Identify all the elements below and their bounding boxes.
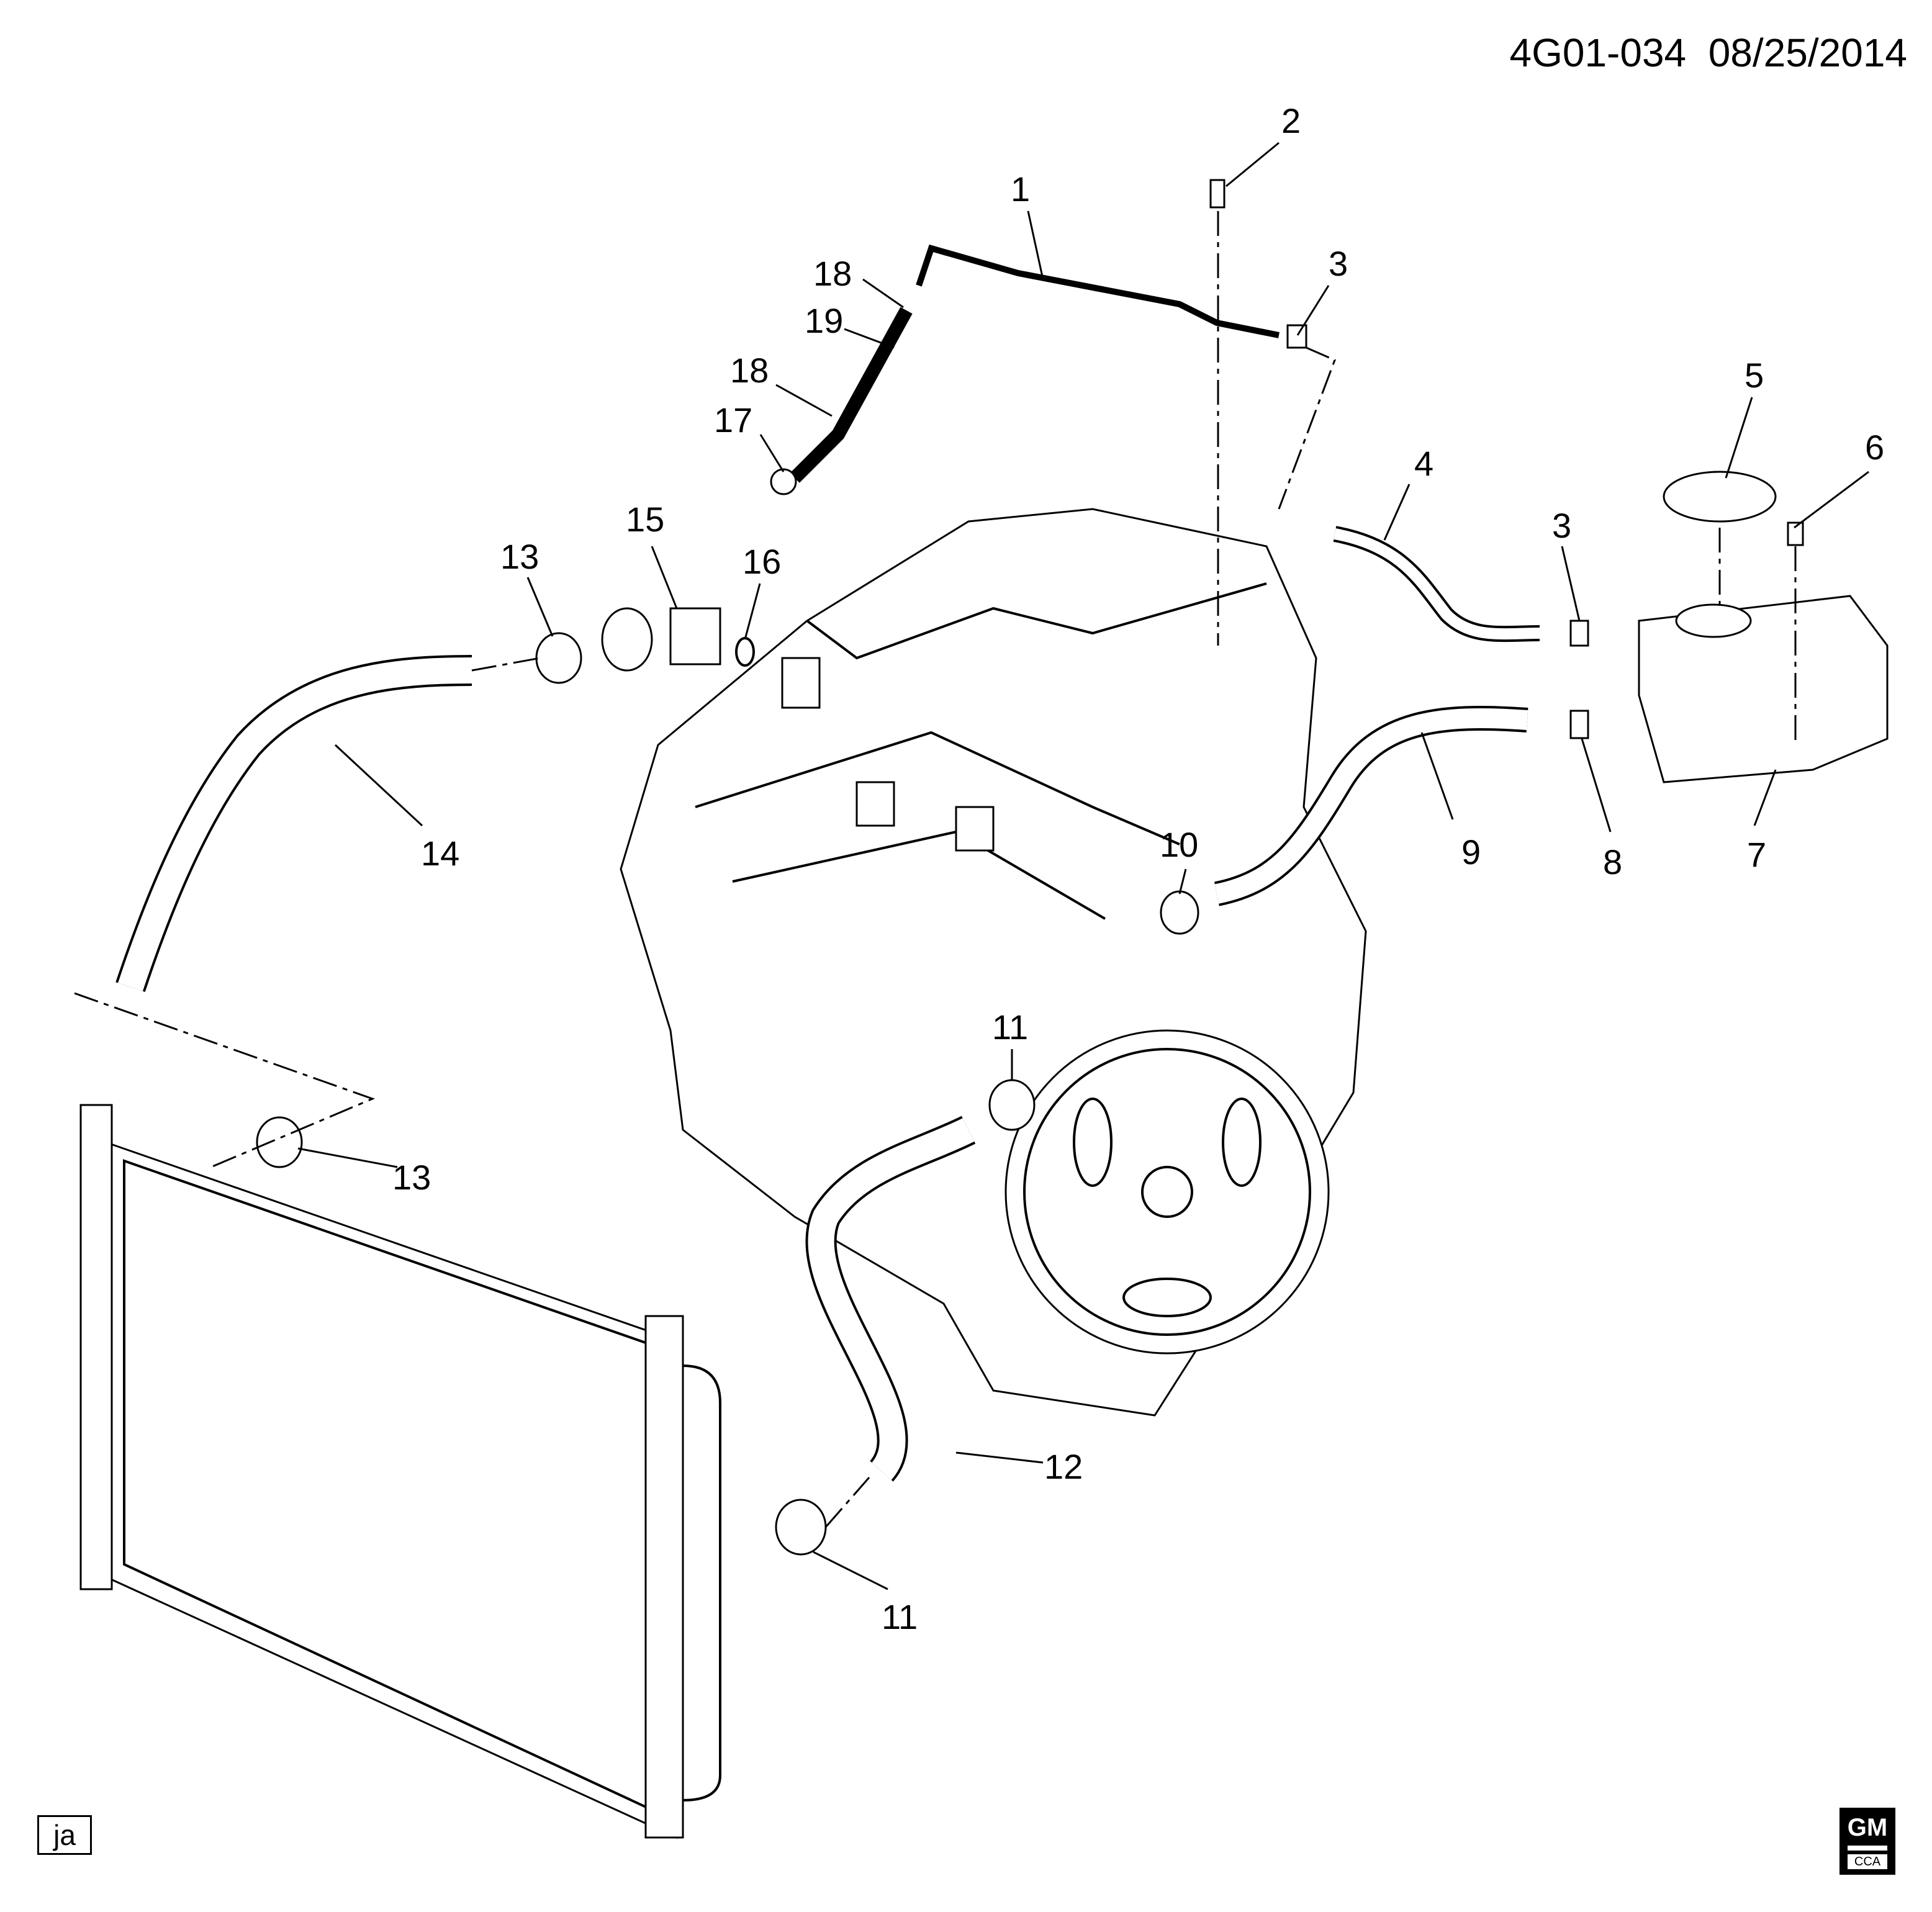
coolant-pipe [916,244,1280,338]
callouts: 1 2 3 18 19 18 17 5 6 4 3 15 13 16 14 9 … [392,101,1884,1636]
reservoir-inlet-hose [1333,526,1540,643]
clamp [256,1116,303,1168]
thermostat-housing [601,607,755,672]
callout-6: 6 [1865,428,1884,467]
callout-11: 11 [882,1597,918,1636]
bypass-hose [790,307,913,483]
callout-2: 2 [1281,101,1301,140]
callout-11: 11 [992,1008,1028,1047]
diagram-id: 4G01-034 [1509,30,1687,75]
callout-4: 4 [1414,444,1433,483]
logo-divider [1848,1846,1887,1851]
callout-13: 13 [392,1158,431,1197]
radiator [79,1104,721,1839]
callout-3: 3 [1329,244,1348,283]
clamp [775,1499,827,1556]
artist-initials-box: ja [37,1815,92,1855]
callout-14: 14 [421,834,459,873]
callout-12: 12 [1044,1447,1083,1486]
clamp [988,1079,1036,1131]
clamp [535,632,582,684]
callout-5: 5 [1745,356,1764,395]
callout-1: 1 [1011,169,1030,209]
callout-13: 13 [500,537,539,576]
clamp [1286,324,1307,349]
callout-15: 15 [626,500,664,539]
callout-3: 3 [1552,506,1571,545]
logo-cca-text: CCA [1848,1854,1887,1869]
clamp [1160,890,1199,935]
callout-10: 10 [1160,825,1198,864]
diagram-date: 08/25/2014 [1708,30,1907,75]
callout-16: 16 [743,542,781,581]
callout-9: 9 [1461,832,1481,872]
bolt [1209,179,1226,209]
clamp [1569,620,1589,647]
reservoir-cap [1663,471,1777,523]
callout-19: 19 [805,301,843,340]
diagram-header: 4G01-034 08/25/2014 [1509,30,1907,76]
callout-17: 17 [714,400,752,440]
callout-18: 18 [813,254,852,293]
callout-8: 8 [1603,842,1622,882]
engine-assembly [620,508,1367,1417]
logo-gm-text: GM [1847,1814,1888,1841]
leader-lines [297,142,1869,1590]
clamp [1569,710,1589,739]
callout-18: 18 [730,351,769,390]
callout-7: 7 [1747,835,1766,874]
gm-cca-logo: GM CCA [1839,1808,1895,1875]
coolant-reservoir [1638,471,1889,783]
